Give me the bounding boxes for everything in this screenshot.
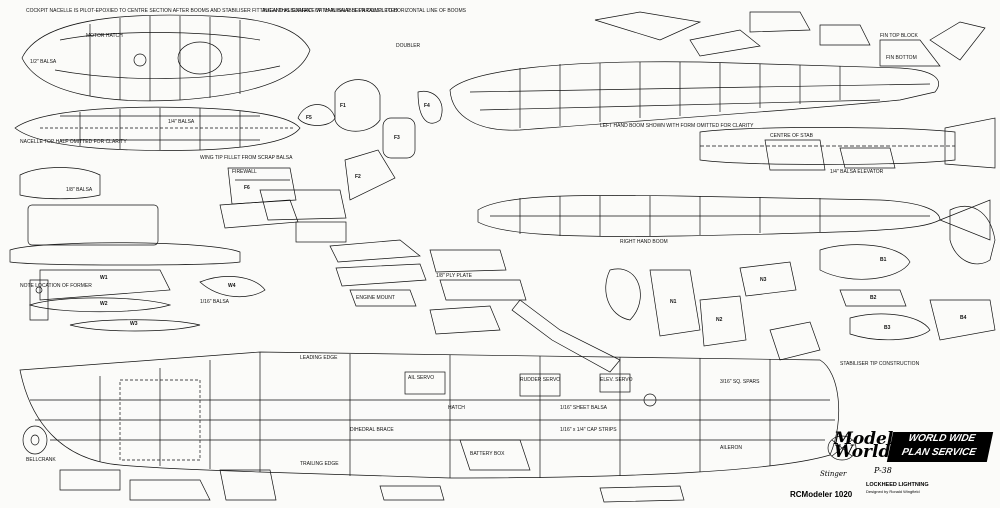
part-n3: N3 — [760, 277, 767, 283]
part-w2: W2 — [100, 301, 108, 307]
title-block: Model World WORLD WIDE PLAN SERVICE Stin… — [790, 429, 995, 504]
part-b3: B3 — [884, 325, 891, 331]
model-name: Stinger — [820, 470, 847, 478]
bellcrank-label: BELLCRANK — [26, 457, 56, 463]
banner-line2: PLAN SERVICE — [900, 447, 977, 458]
balsa-quarter-label: 1/4" BALSA — [168, 119, 195, 125]
part-f6: F6 — [244, 185, 250, 191]
part-f3: F3 — [394, 135, 400, 141]
banner-line1: WORLD WIDE — [907, 433, 977, 444]
former-note: NOTE LOCATION OF FORMER — [20, 283, 92, 289]
dihedral-label: DIHEDRAL BRACE — [350, 427, 394, 433]
firewall-label: FIREWALL — [232, 169, 257, 175]
balsa-sixteenth-label: 1/16" BALSA — [200, 299, 230, 305]
stab-tip-label: STABILISER TIP CONSTRUCTION — [840, 361, 920, 367]
middle-formers — [219, 79, 443, 307]
fin-bottom-label: FIN BOTTOM — [886, 55, 917, 61]
plan-service-banner: WORLD WIDE PLAN SERVICE — [886, 432, 994, 462]
ail-servo-label: AIL SERVO — [408, 375, 435, 381]
motor-hatch-label: MOTOR HATCH — [86, 33, 123, 39]
part-n1: N1 — [670, 299, 677, 305]
part-b4: B4 — [960, 315, 967, 321]
gear-details — [22, 425, 685, 503]
trailing-edge-label: TRAILING EDGE — [300, 461, 339, 467]
part-b2: B2 — [870, 295, 877, 301]
stabiliser-views — [699, 117, 996, 265]
doubler-label: DOUBLER — [396, 43, 421, 49]
align-note: ALIGN THIS SURFACE WITH ALIGNABLE PARALL… — [262, 8, 466, 14]
aircraft-name: LOCKHEED LIGHTNING — [866, 482, 929, 488]
main-wing-plan — [19, 351, 840, 479]
small-parts — [429, 244, 996, 373]
fin-top-label: FIN TOP BLOCK — [880, 33, 918, 39]
boom-top-view — [477, 194, 991, 241]
boom-right-label: RIGHT HAND BOOM — [620, 239, 668, 245]
part-f5: F5 — [306, 115, 312, 121]
part-n2: N2 — [716, 317, 723, 323]
boom-side-view — [449, 11, 986, 131]
spars-label: 3/16" SQ. SPARS — [720, 379, 760, 385]
battery-label: BATTERY BOX — [470, 451, 505, 457]
publisher-logo-line2: World — [834, 442, 891, 462]
leading-edge-label: LEADING EDGE — [300, 355, 338, 361]
stab-center-label: CENTRE OF STAB — [770, 133, 813, 139]
former-templates — [9, 167, 266, 332]
publisher-logo-line1: Model — [834, 429, 894, 449]
part-w1: W1 — [100, 275, 108, 281]
part-w4: W4 — [228, 283, 236, 289]
part-w3: W3 — [130, 321, 138, 327]
sheet-balsa-label: 1/16" SHEET BALSA — [560, 405, 607, 411]
rudder-servo-label: RUDDER SERVO — [520, 377, 561, 383]
plane-name: P-38 — [874, 466, 892, 475]
elevator-label: 1/4" BALSA ELEVATOR — [830, 169, 884, 175]
elev-servo-label: ELEV. SERVO — [600, 377, 633, 383]
designer-line: Designed by Ronald Wingfield — [866, 489, 920, 494]
ply-plate-label: 1/8" PLY PLATE — [436, 273, 472, 279]
balsa-half-label: 1/2" BALSA — [30, 59, 57, 65]
nacelle-top-note: NACELLE TOP HALF OMITTED FOR CLARITY — [20, 139, 127, 145]
part-b1: B1 — [880, 257, 887, 263]
cap-strip-label: 1/16" x 1/4" CAP STRIPS — [560, 427, 617, 433]
sheet-number: RCModeler 1020 — [790, 490, 853, 499]
nacelle-top-view — [14, 106, 301, 151]
nacelle-side-view — [21, 14, 311, 102]
boom-left-note: LEFT HAND BOOM SHOWN WITH FORM OMITTED F… — [600, 123, 754, 129]
part-f1: F1 — [340, 103, 346, 109]
engine-mount-label: ENGINE MOUNT — [356, 295, 395, 301]
hatch-label: HATCH — [448, 405, 465, 411]
nacelle-note: COCKPIT NACELLE IS PILOT-EPOXIED TO CENT… — [26, 8, 398, 14]
stinger-emblem — [827, 435, 857, 461]
part-f2: F2 — [355, 174, 361, 180]
wing-fillet-label: WING TIP FILLET FROM SCRAP BALSA — [200, 155, 293, 161]
aileron-label: AILERON — [720, 445, 742, 451]
balsa-eighth-label: 1/8" BALSA — [66, 187, 93, 193]
part-f4: F4 — [424, 103, 430, 109]
